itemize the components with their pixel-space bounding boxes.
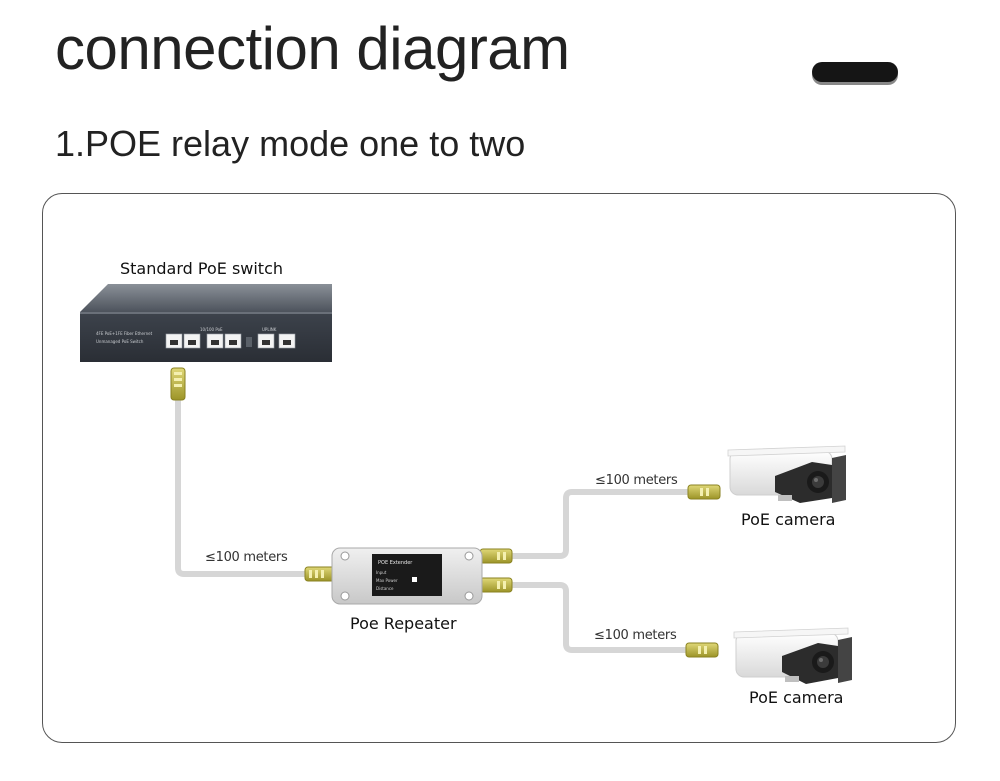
switch-model-line1: 4FE PoE+1FE Fiber Ethernet <box>96 331 153 336</box>
rj45-connector-switch <box>170 367 186 401</box>
rj45-connector-repeater-out-1 <box>479 548 513 564</box>
repeater-line1: Input <box>376 570 387 575</box>
cable-switch-to-repeater <box>175 397 308 577</box>
repeater-line2: Max Power <box>376 578 398 583</box>
distance-label-repeater-camera-top: ≤100 meters <box>595 473 678 488</box>
switch-label: Standard PoE switch <box>120 259 284 278</box>
poe-repeater-icon: POE Extender Input Max Power Distance <box>331 547 483 605</box>
rj45-connector-camera-top <box>687 484 721 500</box>
switch-model-line2: Unmanaged PoE Switch <box>96 339 144 344</box>
camera-top-label: PoE camera <box>741 510 836 529</box>
camera-icon-top <box>727 445 846 503</box>
poe-switch-icon: 4FE PoE+1FE Fiber Ethernet Unmanaged PoE… <box>80 284 332 362</box>
diagram-frame <box>42 193 956 743</box>
distance-label-repeater-camera-bottom: ≤100 meters <box>594 628 677 643</box>
camera-bottom-label: PoE camera <box>749 688 844 707</box>
decorative-pill <box>812 62 898 82</box>
cable-repeater-to-camera-top <box>509 489 691 559</box>
rj45-connector-camera-bottom <box>685 642 719 658</box>
rj45-connector-repeater-in <box>304 566 336 582</box>
repeater-label: Poe Repeater <box>350 614 457 633</box>
cable-repeater-to-camera-bottom <box>509 582 689 653</box>
switch-group-poe: 10/100 PoE <box>200 327 223 332</box>
page-title: connection diagram <box>55 15 570 82</box>
diagram-subtitle: 1.POE relay mode one to two <box>55 123 526 164</box>
repeater-line3: Distance <box>376 586 394 591</box>
camera-icon-bottom <box>733 627 852 684</box>
repeater-heading: POE Extender <box>378 560 413 566</box>
rj45-connector-repeater-out-2 <box>479 577 513 593</box>
distance-label-switch-repeater: ≤100 meters <box>205 550 288 565</box>
switch-group-uplink: UPLINK <box>262 327 277 332</box>
